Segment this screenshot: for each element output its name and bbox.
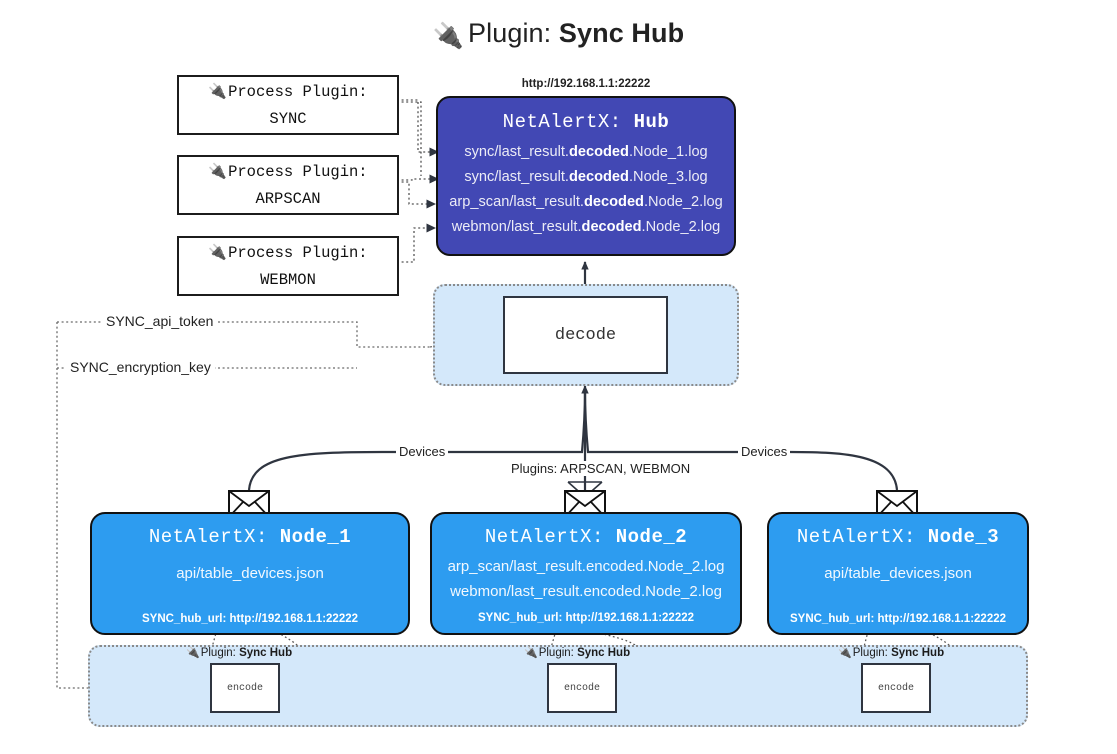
plugin-to-hub-connectors <box>397 99 439 263</box>
hub-log-line: webmon/last_result.decoded.Node_2.log <box>451 219 721 235</box>
encode-plugin-label-1: 🔌Plugin: Sync Hub <box>186 647 293 659</box>
node-title: NetAlertX: Node_1 <box>148 526 352 548</box>
encode-plugin-label-3: 🔌Plugin: Sync Hub <box>838 647 945 659</box>
node-resource-line: arp_scan/last_result.encoded.Node_2.log <box>447 558 725 575</box>
hub-url-label: http://192.168.1.1:22222 <box>521 78 651 90</box>
edge-label-devices-right: Devices <box>738 444 791 459</box>
hub-title-name: Hub <box>633 111 670 133</box>
encode-box-2[interactable]: encode <box>547 663 617 713</box>
sync-secondary-connector <box>397 101 422 176</box>
hub-log-line: sync/last_result.decoded.Node_3.log <box>464 169 708 185</box>
page-title-name: Sync Hub <box>558 18 685 48</box>
node-resource-line: webmon/last_result.encoded.Node_2.log <box>450 583 722 600</box>
hub-box[interactable]: NetAlertX: Hub sync/last_result.decoded.… <box>436 96 736 256</box>
node-box-1[interactable]: NetAlertX: Node_1 api/table_devices.json… <box>90 512 410 635</box>
hub-title-prefix: NetAlertX: <box>502 111 634 133</box>
plug-icon: 🔌 <box>838 647 852 659</box>
node-resource-line: api/table_devices.json <box>176 565 324 582</box>
process-plugin-label: Process Plugin: <box>228 243 368 262</box>
process-plugin-label: Process Plugin: <box>228 82 368 101</box>
encode-plugin-label-2: 🔌Plugin: Sync Hub <box>524 647 631 659</box>
process-plugin-name: SYNC <box>269 109 307 128</box>
node-title: NetAlertX: Node_3 <box>796 526 1000 548</box>
secret-label-encryption-key: SYNC_encryption_key <box>66 359 215 375</box>
secret-label-api-token: SYNC_api_token <box>102 313 218 329</box>
hub-log-line: arp_scan/last_result.decoded.Node_2.log <box>449 194 723 210</box>
node-box-3[interactable]: NetAlertX: Node_3 api/table_devices.json… <box>767 512 1029 635</box>
page-title: 🔌Plugin: Sync Hub <box>0 18 1117 50</box>
node-hub-url: SYNC_hub_url: http://192.168.1.1:22222 <box>477 612 695 624</box>
plug-icon: 🔌 <box>186 647 200 659</box>
node-title: NetAlertX: Node_2 <box>484 526 688 548</box>
process-plugin-name: WEBMON <box>260 270 316 289</box>
process-plugin-box-sync[interactable]: 🔌Process Plugin: SYNC <box>177 75 399 135</box>
process-plugin-box-arpscan[interactable]: 🔌Process Plugin: ARPSCAN <box>177 155 399 215</box>
encode-box-1[interactable]: encode <box>210 663 280 713</box>
node-resource-line: api/table_devices.json <box>824 565 972 582</box>
hub-title: NetAlertX: Hub <box>503 111 670 133</box>
hub-log-line: sync/last_result.decoded.Node_1.log <box>464 144 708 160</box>
process-plugin-name: ARPSCAN <box>255 189 321 208</box>
page-title-prefix: Plugin: <box>468 18 559 48</box>
node-box-2[interactable]: NetAlertX: Node_2 arp_scan/last_result.e… <box>430 512 742 635</box>
edge-label-devices-left: Devices <box>396 444 449 459</box>
plug-icon: 🔌 <box>524 647 538 659</box>
node-hub-url: SYNC_hub_url: http://192.168.1.1:22222 <box>141 613 359 625</box>
encode-box-3[interactable]: encode <box>861 663 931 713</box>
plug-icon: 🔌 <box>432 22 465 50</box>
plug-icon: 🔌 <box>208 163 228 181</box>
plug-icon: 🔌 <box>208 83 228 101</box>
decode-box[interactable]: decode <box>503 296 668 374</box>
plug-icon: 🔌 <box>208 244 228 262</box>
process-plugin-label: Process Plugin: <box>228 162 368 181</box>
process-plugin-box-webmon[interactable]: 🔌Process Plugin: WEBMON <box>177 236 399 296</box>
node-hub-url: SYNC_hub_url: http://192.168.1.1:22222 <box>789 613 1007 625</box>
edge-label-plugins-center: Plugins: ARPSCAN, WEBMON <box>508 461 694 476</box>
